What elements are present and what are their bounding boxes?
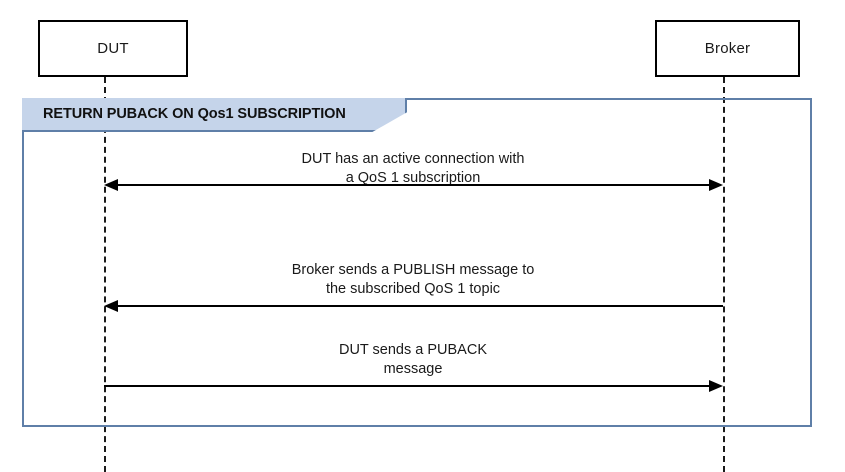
participant-label-dut: DUT [97,40,129,57]
participant-box-dut[interactable]: DUT [38,20,188,77]
message-arrow-1[interactable] [104,175,723,195]
message-label-3: DUT sends a PUBACK message [338,342,487,377]
lifeline-broker [723,77,725,472]
combined-fragment-header[interactable]: RETURN PUBACK ON Qos1 SUBSCRIPTION [22,98,407,132]
lifeline-dut [104,77,106,472]
combined-fragment-frame[interactable] [22,98,812,427]
message-arrow-2[interactable] [104,296,723,316]
message-label-2: Broker sends a PUBLISH message to the su… [291,262,535,297]
participant-box-broker[interactable]: Broker [655,20,800,77]
combined-fragment-label: RETURN PUBACK ON Qos1 SUBSCRIPTION [43,106,346,122]
participant-label-broker: Broker [704,40,751,57]
message-label-1: DUT has an active connection with a QoS … [301,151,525,186]
message-arrow-3[interactable] [104,376,723,396]
